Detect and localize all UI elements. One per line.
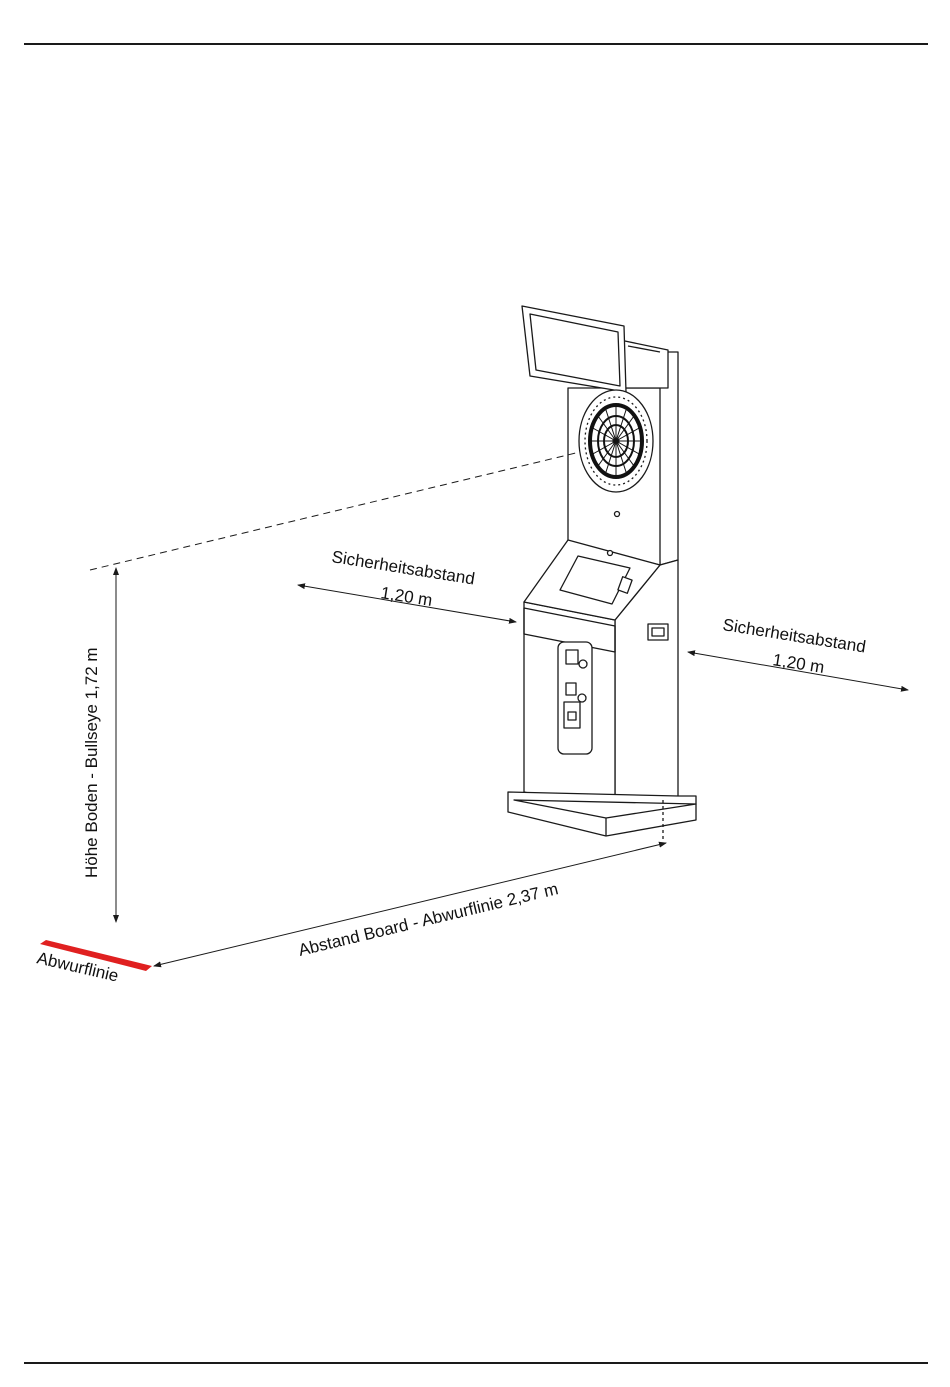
- dartboard-icon: [579, 390, 653, 492]
- dart-machine: [508, 306, 696, 840]
- safety-left-title: Sicherheitsabstand: [330, 547, 476, 588]
- dimension-lines: [90, 452, 908, 966]
- distance-label: Abstand Board - Abwurflinie 2,37 m: [296, 879, 560, 960]
- distance-dimension: [154, 843, 666, 966]
- safety-right-title: Sicherheitsabstand: [721, 615, 867, 656]
- coin-slot-icon: [558, 642, 592, 754]
- monitor: [522, 306, 626, 392]
- height-label: Höhe Boden - Bullseye 1,72 m: [82, 647, 101, 878]
- safety-left-value: 1,20 m: [379, 583, 433, 610]
- throw-line-label: Abwurflinie: [35, 948, 120, 985]
- safety-right-value: 1,20 m: [771, 650, 825, 677]
